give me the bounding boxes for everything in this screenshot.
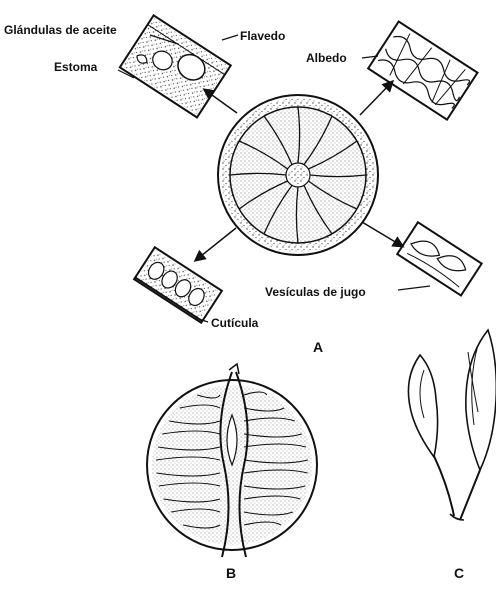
fruit-longitudinal-section	[147, 364, 317, 557]
label-flavedo: Flavedo	[240, 29, 285, 43]
inset-albedo	[368, 21, 477, 119]
label-estoma: Estoma	[54, 60, 98, 74]
label-albedo: Albedo	[306, 51, 347, 65]
panel-label-c: C	[454, 565, 464, 581]
panel-label-a: A	[313, 339, 323, 355]
label-vesiculas-de-jugo: Vesículas de jugo	[265, 285, 366, 299]
panel-label-b: B	[226, 565, 236, 581]
fruit-cross-section	[218, 95, 378, 255]
inset-vesiculas	[397, 222, 481, 295]
label-glandulas-de-aceite: Glándulas de aceite	[4, 23, 117, 37]
inset-flavedo	[120, 15, 231, 117]
label-cuticula: Cutícula	[211, 316, 259, 330]
juice-vesicles	[408, 330, 496, 520]
inset-cuticula	[134, 247, 222, 322]
